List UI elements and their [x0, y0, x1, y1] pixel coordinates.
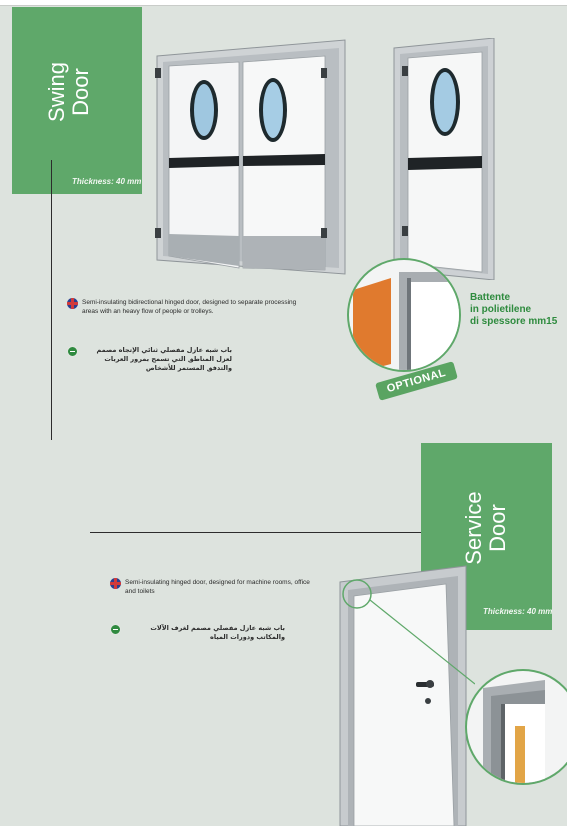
swing-door-title: Swing Door	[44, 52, 95, 132]
service-desc-ar-text: باب شبه عازل مفصلي مصمم لغرف الآلات والم…	[150, 624, 285, 641]
swing-description-en: Semi-insulating bidirectional hinged doo…	[67, 298, 307, 316]
polyethylene-strip-detail-icon	[347, 258, 461, 372]
service-door-title: Service Door	[461, 488, 512, 568]
top-strip	[0, 0, 567, 6]
saudi-flag-icon	[110, 624, 121, 635]
swing-thickness-label: Thickness: 40 mm	[72, 177, 142, 186]
swing-vertical-rule	[51, 160, 52, 440]
swing-desc-ar-text: باب شبه عازل مفصلي ثنائي الإتجاه مصمم لع…	[96, 346, 232, 372]
double-swing-door-illustration	[155, 39, 346, 275]
saudi-flag-icon	[67, 346, 78, 357]
uk-flag-icon	[67, 298, 78, 309]
swing-door-title-tile: Swing Door Thickness: 40 mm	[12, 7, 142, 194]
swing-title-line2: Door	[68, 68, 93, 116]
service-title-line2: Door	[485, 504, 510, 552]
service-description-ar: باب شبه عازل مفصلي مصمم لغرف الآلات والم…	[110, 624, 310, 642]
single-swing-door-illustration	[393, 38, 495, 280]
service-desc-en-text: Semi-insulating hinged door, designed fo…	[125, 579, 310, 595]
service-horizontal-rule	[90, 532, 430, 533]
swing-desc-en-text: Semi-insulating bidirectional hinged doo…	[82, 299, 297, 315]
callout-line-3: di spessore mm15	[470, 316, 558, 327]
callout-line-2: in polietilene	[470, 304, 532, 315]
battente-callout: Battente in polietilene di spessore mm15	[470, 292, 567, 328]
service-door-illustration	[339, 565, 475, 826]
frame-seal-detail-icon	[465, 669, 567, 785]
callout-line-1: Battente	[470, 292, 511, 303]
service-thickness-label: Thickness: 40 mm	[483, 607, 553, 616]
swing-description-ar: باب شبه عازل مفصلي ثنائي الإتجاه مصمم لع…	[67, 346, 307, 373]
service-description-en: Semi-insulating hinged door, designed fo…	[110, 578, 310, 596]
swing-title-line1: Swing	[44, 62, 69, 122]
uk-flag-icon	[110, 578, 121, 589]
service-title-line1: Service	[461, 491, 486, 565]
